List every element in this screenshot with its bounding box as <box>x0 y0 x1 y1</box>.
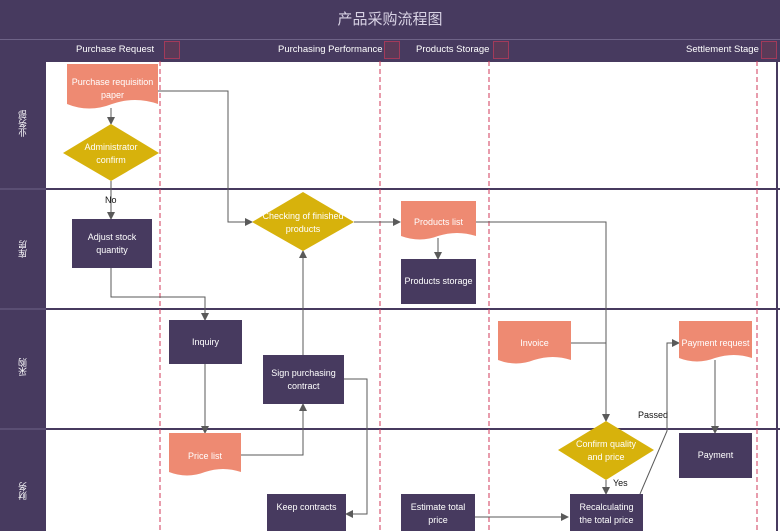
phase-tab-3 <box>493 41 509 59</box>
title-bar <box>0 0 780 39</box>
box-keep-contracts <box>267 494 346 531</box>
text-purchase-requisition: Purchase requisition paper <box>71 77 154 100</box>
document-shapes <box>67 64 752 476</box>
phase-purchasing-performance: Purchasing Performance <box>278 44 383 55</box>
edge-recalc-to-payment-request <box>639 339 680 495</box>
box-products-storage <box>401 259 476 304</box>
doc-products-list <box>401 201 476 240</box>
edge-adjust-to-inquiry <box>110 268 209 321</box>
text-keep-contracts: Keep contracts <box>276 502 337 512</box>
diamond-administrator-confirm <box>63 124 159 181</box>
text-estimate-total: Estimate total price <box>410 502 466 525</box>
text-inquiry: Inquiry <box>191 336 219 347</box>
edge-invoice-to-confirm-quality <box>571 342 607 421</box>
text-confirm-quality: Confirm quality and price <box>575 439 637 462</box>
phase-tab-4 <box>761 41 777 59</box>
diagram-title: 产品采购流程图 <box>337 10 443 28</box>
phase-settlement-stage: Settlement Stage <box>686 44 759 55</box>
text-products-storage: Products storage <box>404 276 473 286</box>
edge-label-yes: Yes <box>613 478 628 488</box>
connectors <box>107 90 719 521</box>
edge-label-no: No <box>105 195 117 205</box>
box-payment <box>679 433 752 478</box>
doc-payment-request <box>679 321 752 362</box>
lane-column <box>0 61 46 531</box>
doc-price-list <box>169 433 241 476</box>
edge-requisition-to-checking <box>158 90 253 226</box>
box-adjust-stock <box>72 219 152 268</box>
doc-invoice <box>498 321 571 364</box>
edge-label-passed: Passed <box>638 410 669 420</box>
text-products-list: Products list <box>413 216 464 227</box>
diamond-checking-finished <box>252 192 354 251</box>
phase-dividers <box>159 61 758 531</box>
box-sign-contract <box>263 355 344 404</box>
text-adjust-stock: Adjust stock quantity <box>87 231 137 255</box>
diamond-confirm-quality <box>558 421 654 480</box>
box-estimate-total <box>401 494 475 531</box>
phase-tab-1 <box>164 41 180 59</box>
text-payment-request: Payment request <box>681 337 750 348</box>
text-invoice: Invoice <box>520 337 549 348</box>
process-shapes <box>72 219 752 531</box>
lane-separators <box>0 61 780 531</box>
edge-pricelist-to-contract <box>241 403 307 456</box>
phase-products-storage: Products Storage <box>416 44 490 55</box>
box-recalculating <box>570 494 643 531</box>
text-checking-finished: Checking of finished products <box>262 211 344 234</box>
text-sign-contract: Sign purchasing contract <box>271 367 336 391</box>
phase-tab-2 <box>384 41 400 59</box>
text-recalculating: Recalculating the total price <box>579 502 634 525</box>
edge-contract-to-keep <box>344 378 368 518</box>
phase-purchase-request: Purchase Request <box>76 44 155 55</box>
text-administrator-confirm: Administrator confirm <box>84 142 138 165</box>
text-payment: Payment <box>697 450 734 460</box>
decision-shapes <box>63 124 654 480</box>
box-inquiry <box>169 320 242 364</box>
doc-purchase-requisition <box>67 64 158 109</box>
text-price-list: Price list <box>187 450 222 461</box>
